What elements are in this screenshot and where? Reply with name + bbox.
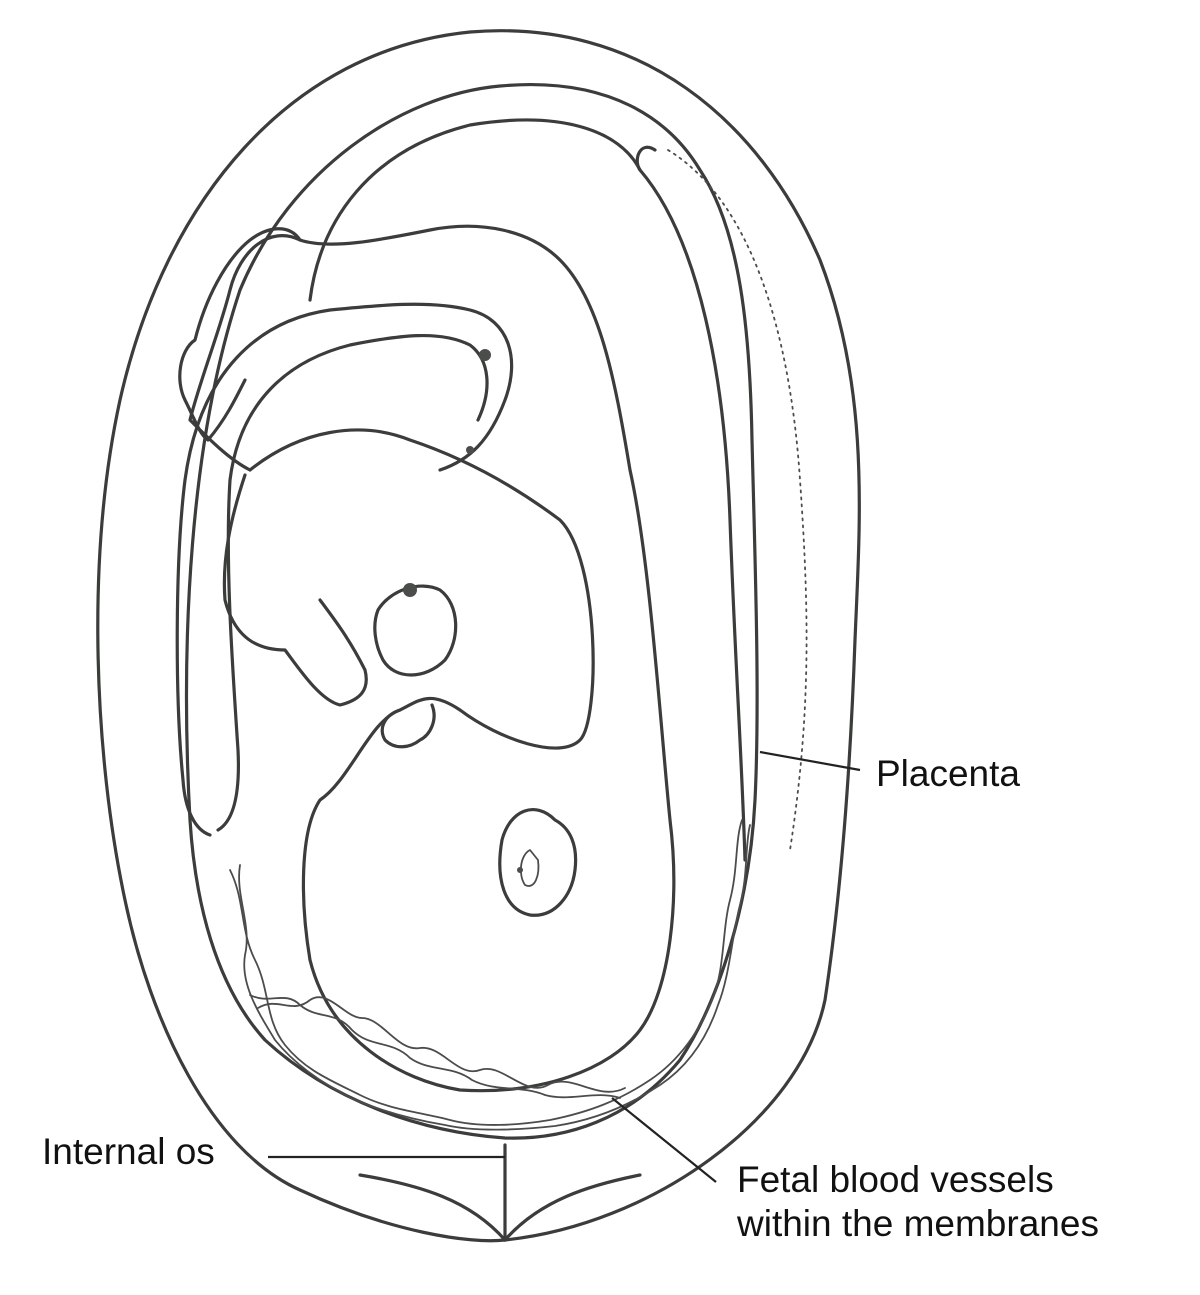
uterine-cavity-wall: [184, 83, 759, 1140]
placenta-stipple-edge: [667, 149, 808, 851]
fetal-vessels-label-line1: Fetal blood vessels: [737, 1159, 1054, 1200]
cervix-right-lip: [503, 1173, 642, 1242]
cervix-left-lip: [358, 1173, 507, 1242]
fetus-foot: [178, 227, 302, 442]
internal-os-label: Internal os: [42, 1131, 215, 1172]
fetus-arm: [222, 473, 368, 707]
amniotic-membrane: [308, 118, 642, 302]
fetus-face: [380, 703, 436, 749]
fetal-vessels-label-line2: within the membranes: [737, 1203, 1099, 1244]
uterus-outer-wall: [96, 29, 861, 1243]
fetus-ear-inner: [519, 849, 540, 887]
placenta-label: Placenta: [876, 753, 1020, 794]
placenta-leader: [759, 750, 861, 772]
fetal-vessel-2: [238, 824, 751, 1131]
umbilical-cord: [175, 302, 514, 837]
fetus-ear: [498, 808, 578, 917]
fetus-hand: [373, 584, 458, 677]
vessels-leader: [611, 1097, 717, 1183]
fetal-vessel-1: [229, 819, 743, 1126]
placenta: [635, 145, 747, 862]
fetal-vessels-label: Fetal blood vessels within the membranes: [737, 1158, 1099, 1246]
fetal-vessel-4: [257, 996, 626, 1093]
fetus-body: [188, 224, 676, 1093]
